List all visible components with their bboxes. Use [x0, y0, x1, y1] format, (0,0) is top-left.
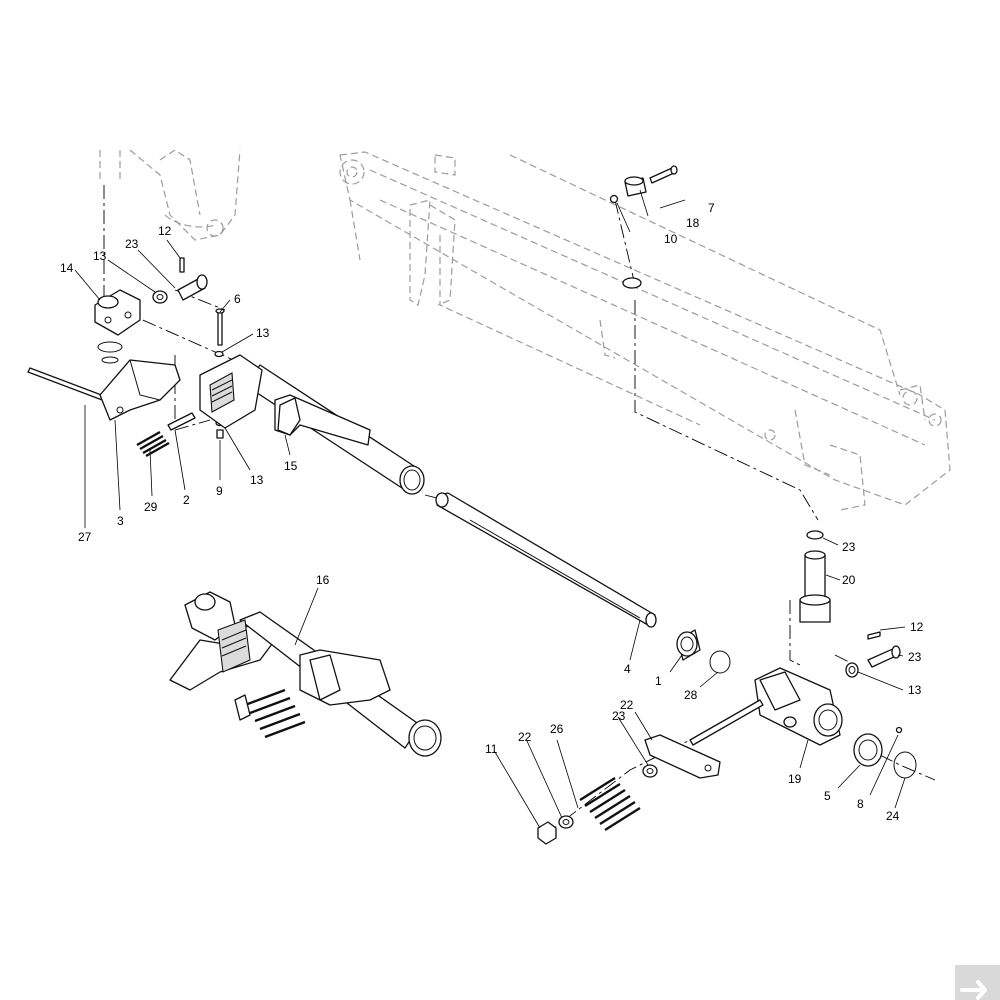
callout-19: 20 — [842, 573, 856, 587]
part-11-nut — [537, 821, 557, 845]
callout-23: 23 — [125, 237, 139, 251]
brand-logo — [955, 965, 1000, 1000]
part-1-bush — [676, 629, 701, 661]
part-5-nut — [853, 733, 883, 767]
callout-6: 6 — [234, 292, 241, 306]
part-14-washer-right — [845, 662, 859, 678]
part-28-spring — [579, 776, 641, 832]
callout-13: 13 — [250, 473, 264, 487]
callout-21: 22 — [620, 698, 634, 712]
callout-1: 1 — [655, 674, 662, 688]
callout-28: 26 — [550, 722, 564, 736]
part-18-housing — [689, 667, 843, 746]
callout-20: 18 — [686, 216, 700, 230]
part-19-pin — [799, 550, 831, 623]
part-22-washer — [558, 764, 658, 829]
part-9-bolt — [216, 429, 224, 439]
callout-18: 19 — [788, 772, 802, 786]
part-27-ring — [709, 650, 731, 674]
callout-17: 15 — [284, 459, 298, 473]
callout-8: 8 — [857, 797, 864, 811]
part-3-bracket — [99, 359, 181, 421]
part-23-pin-right — [867, 645, 901, 668]
callout-12: 12 — [910, 620, 924, 634]
ghost-frame — [99, 149, 951, 511]
leader-lines — [74, 189, 906, 829]
part-16-clevis — [94, 289, 141, 364]
part-20-collar — [624, 176, 647, 197]
callout-labels: 14 13 23 12 6 13 9 13 15 27 3 29 2 16 4 … — [60, 201, 924, 823]
part-8-pin — [895, 726, 903, 734]
part-7-bolt — [649, 165, 678, 184]
part-23-pin — [177, 274, 208, 301]
callout-2: 2 — [183, 493, 190, 507]
frame-socket — [622, 277, 642, 289]
callout-4: 4 — [624, 662, 631, 676]
part-2-pin — [167, 412, 196, 431]
part-29-spring — [136, 430, 170, 458]
part-15-assembly — [169, 591, 442, 757]
callout-10: 10 — [664, 232, 678, 246]
callout-12: 12 — [158, 224, 172, 238]
part-14-washer — [152, 290, 168, 304]
callout-14: 13 — [908, 683, 922, 697]
callout-22: 23 — [612, 709, 626, 723]
callout-14: 13 — [93, 249, 107, 263]
callout-3: 3 — [117, 514, 124, 528]
part-21-plate — [644, 734, 721, 779]
callout-23: 23 — [908, 650, 922, 664]
callout-26: 27 — [78, 530, 92, 544]
callout-27: 28 — [684, 688, 698, 702]
callout-24: 23 — [842, 540, 856, 554]
part-12-cotter-pin — [179, 257, 185, 273]
callout-7: 7 — [708, 201, 715, 215]
callout-11: 11 — [485, 742, 498, 756]
callout-29: 29 — [144, 500, 158, 514]
part-4-shaft — [435, 492, 657, 628]
part-12-cotter-pin-right — [867, 631, 881, 640]
callout-15: 16 — [316, 573, 330, 587]
callout-25: 24 — [886, 809, 900, 823]
upper-tube-assembly — [199, 354, 425, 495]
callout-5: 5 — [824, 789, 831, 803]
part-6-bolt — [215, 308, 225, 346]
callout-9: 9 — [216, 484, 223, 498]
part-10-nut — [609, 194, 619, 204]
callout-22: 22 — [518, 730, 532, 744]
callout-13: 13 — [256, 326, 270, 340]
part-24-ring — [806, 530, 824, 540]
callout-16: 14 — [60, 261, 74, 275]
part-25-circlip — [893, 751, 917, 779]
